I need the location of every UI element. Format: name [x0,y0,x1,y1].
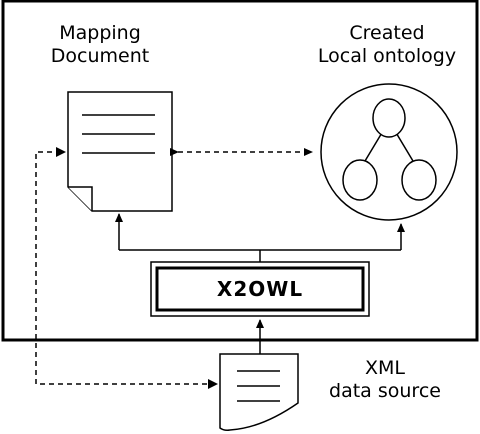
dashed-link-source-mapping [35,151,216,385]
source-label-line1: XML [365,357,405,379]
arrows-tool-to-outputs [115,213,405,262]
xml-source-document-icon [219,353,299,431]
arrowhead-mapping-end [56,147,66,157]
ontology-label-line1: Created [349,22,425,44]
mapping-document-label: Mapping Document [40,22,160,68]
source-label-line2: data source [329,380,441,402]
local-ontology-label: Created Local ontology [292,22,480,68]
arrowhead-source-end [208,379,218,389]
x2owl-tool-box [150,261,370,317]
x2owl-tool-label: X2OWL [216,277,304,301]
mapping-document-icon [67,91,173,212]
ontology-graph-icon [320,83,458,221]
xml-data-source-label: XML data source [300,357,470,403]
ontology-label-line2: Local ontology [317,45,457,67]
system-boundary [1,0,479,342]
mapping-label-line2: Document [50,45,150,67]
mapping-label-line1: Mapping [59,22,141,44]
